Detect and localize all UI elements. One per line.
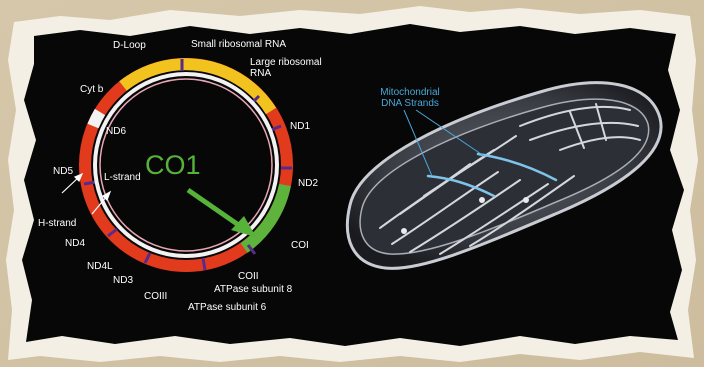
- label-nd4: ND4: [65, 238, 85, 249]
- label-nd4l: ND4L: [87, 261, 113, 272]
- label-nd5: ND5: [53, 166, 73, 177]
- label-small-rrna: Small ribosomal RNA: [191, 39, 286, 50]
- label-cytb: Cyt b: [80, 84, 103, 95]
- co1-big-label: CO1: [145, 151, 201, 179]
- label-coii: COII: [238, 271, 259, 282]
- label-large-rrna: Large ribosomal RNA: [250, 57, 340, 79]
- label-nd2: ND2: [298, 178, 318, 189]
- label-atpase-8: ATPase subunit 8: [214, 284, 292, 295]
- label-h-strand: H-strand: [38, 218, 76, 229]
- label-nd3: ND3: [113, 275, 133, 286]
- label-mito-line1: Mitochondrial: [360, 87, 460, 98]
- label-nd1: ND1: [290, 121, 310, 132]
- label-l-strand: L-strand: [104, 172, 141, 183]
- label-coi: COI: [291, 240, 309, 251]
- ring-gap-nd6: [93, 112, 100, 126]
- label-nd6: ND6: [106, 126, 126, 137]
- label-atpase-6: ATPase subunit 6: [188, 302, 266, 313]
- label-coiii: COIII: [144, 291, 167, 302]
- label-d-loop: D-Loop: [113, 40, 146, 51]
- label-mito-line2: DNA Strands: [360, 98, 460, 109]
